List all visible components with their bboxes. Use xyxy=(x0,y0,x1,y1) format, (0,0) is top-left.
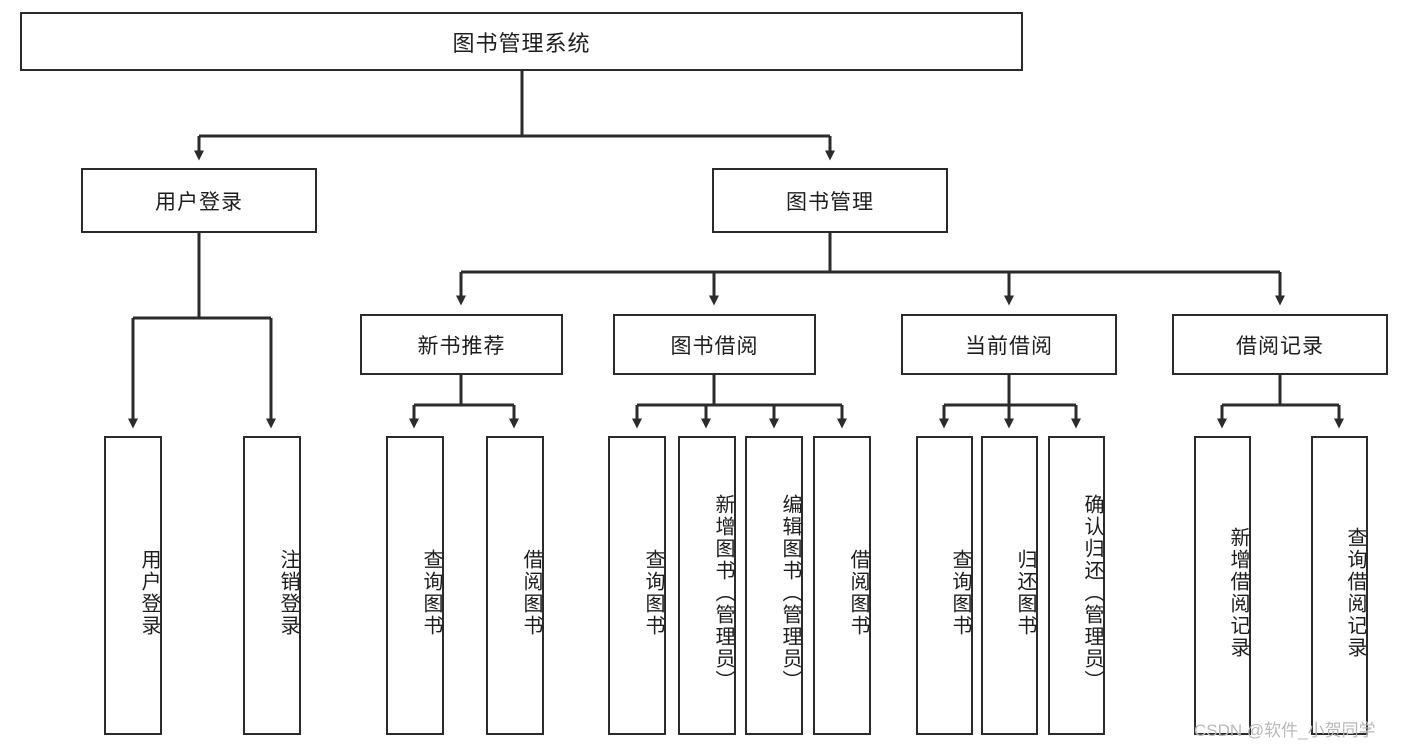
node-label: 借阅图书 xyxy=(520,548,542,637)
node-new-book-recommend[interactable]: 新书推荐 xyxy=(360,314,563,375)
leaf-user-login-login[interactable]: 用户登录 xyxy=(104,436,162,735)
node-label: 当前借阅 xyxy=(965,334,1053,358)
leaf-current-query-book[interactable]: 查询图书 xyxy=(916,436,973,735)
node-label: 查询图书 xyxy=(420,548,442,637)
node-borrow-records[interactable]: 借阅记录 xyxy=(1172,314,1388,375)
node-label: 图书管理 xyxy=(786,190,874,214)
node-root-system[interactable]: 图书管理系统 xyxy=(20,12,1023,71)
node-label: 图书管理系统 xyxy=(452,30,591,56)
node-label: 确认归还（管理员） xyxy=(1081,493,1103,692)
leaf-records-add-record[interactable]: 新增借阅记录 xyxy=(1194,436,1251,735)
leaf-records-query-record[interactable]: 查询借阅记录 xyxy=(1311,436,1368,735)
node-book-management[interactable]: 图书管理 xyxy=(712,168,948,233)
csdn-watermark: CSDN @软件_小贺同学 xyxy=(1194,721,1376,740)
node-label: 查询借阅记录 xyxy=(1344,526,1366,659)
node-label: 查询图书 xyxy=(949,548,971,637)
node-label: 新书推荐 xyxy=(417,334,506,358)
node-label: 图书借阅 xyxy=(670,334,759,358)
node-label: 查询图书 xyxy=(642,548,664,637)
leaf-new-book-borrow[interactable]: 借阅图书 xyxy=(486,436,544,735)
node-label: 借阅记录 xyxy=(1236,334,1324,358)
node-label: 新增图书（管理员） xyxy=(712,493,734,692)
leaf-new-book-query[interactable]: 查询图书 xyxy=(386,436,444,735)
node-label: 借阅图书 xyxy=(847,548,869,637)
node-label: 用户登录 xyxy=(155,190,243,214)
leaf-borrow-edit-book[interactable]: 编辑图书（管理员） xyxy=(745,436,803,735)
node-user-login[interactable]: 用户登录 xyxy=(81,168,317,233)
node-current-borrow[interactable]: 当前借阅 xyxy=(901,314,1117,375)
node-label: 用户登录 xyxy=(138,548,160,637)
leaf-user-login-logout[interactable]: 注销登录 xyxy=(243,436,301,735)
leaf-borrow-borrow-book[interactable]: 借阅图书 xyxy=(813,436,871,735)
node-label: 注销登录 xyxy=(277,548,299,637)
leaf-borrow-query-book[interactable]: 查询图书 xyxy=(608,436,666,735)
node-label: 新增借阅记录 xyxy=(1227,526,1249,659)
node-label: 编辑图书（管理员） xyxy=(779,493,801,692)
leaf-current-return-book[interactable]: 归还图书 xyxy=(981,436,1038,735)
node-label: 归还图书 xyxy=(1014,548,1036,637)
leaf-current-confirm-return[interactable]: 确认归还（管理员） xyxy=(1048,436,1105,735)
leaf-borrow-add-book[interactable]: 新增图书（管理员） xyxy=(678,436,736,735)
node-book-borrow[interactable]: 图书借阅 xyxy=(613,314,816,375)
